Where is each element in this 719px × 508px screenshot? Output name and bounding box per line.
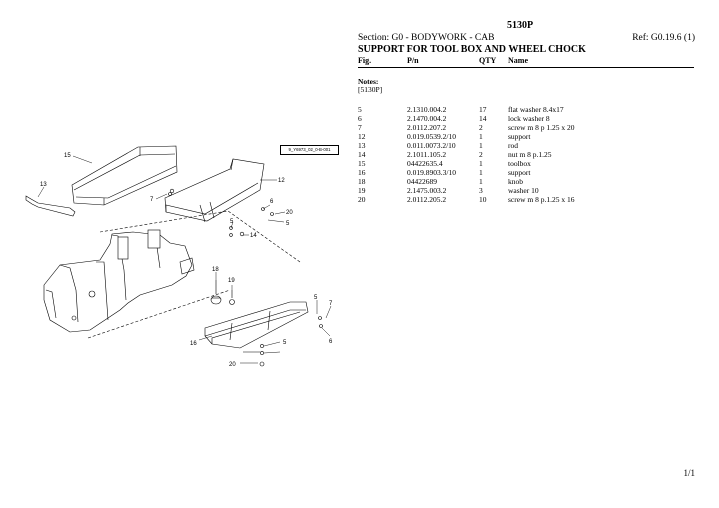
table-row: 5 2.1310.004.2 17 flat washer 8.4x17: [358, 105, 694, 114]
reference-label: Ref: G0.19.6 (1): [632, 33, 695, 43]
callout-6: 6: [270, 199, 274, 205]
cell-fig: 16: [358, 168, 366, 177]
callout-15: 15: [64, 153, 71, 159]
cell-name: screw m 8 p 1.25 x 20: [508, 123, 575, 132]
cell-qty: 1: [479, 159, 483, 168]
cell-name: lock washer 8: [508, 114, 550, 123]
rod-drawing: [25, 195, 76, 217]
cell-pn: 0.011.0073.2/10: [407, 141, 456, 150]
cell-name: knob: [508, 177, 523, 186]
callout-20: 20: [229, 362, 236, 368]
table-row: 15 04422635.4 1 toolbox: [358, 159, 694, 168]
cell-pn: 2.0112.205.2: [407, 195, 447, 204]
cell-pn: 2.1011.105.2: [407, 150, 447, 159]
washer-drawing: [229, 290, 235, 305]
callout-7: 7: [150, 197, 154, 203]
table-row: 19 2.1475.003.2 3 washer 10: [358, 186, 694, 195]
callout-7: 7: [329, 301, 333, 307]
cell-name: flat washer 8.4x17: [508, 105, 564, 114]
cell-qty: 1: [479, 177, 483, 186]
cell-qty: 1: [479, 132, 483, 141]
cell-name: toolbox: [508, 159, 531, 168]
diagram-code-label: 9_Y6973_02_0-B-001: [280, 145, 339, 155]
cell-pn: 0.019.0539.2/10: [407, 132, 456, 141]
cell-qty: 3: [479, 186, 483, 195]
fasteners-drawing: [168, 192, 323, 367]
cell-qty: 2: [479, 123, 483, 132]
header-qty: QTY: [479, 56, 497, 65]
cell-pn: 0.019.8903.3/10: [407, 168, 456, 177]
cell-fig: 5: [358, 105, 362, 114]
callout-12: 12: [278, 178, 285, 184]
callout-5: 5: [314, 295, 318, 301]
cell-fig: 14: [358, 150, 366, 159]
upper-support-drawing: [164, 158, 265, 223]
toolbox-drawing: [71, 145, 178, 206]
cell-name: rod: [508, 141, 518, 150]
callout-19: 19: [228, 278, 235, 284]
header-fig: Fig.: [358, 56, 372, 65]
cell-fig: 6: [358, 114, 362, 123]
part-heading: SUPPORT FOR TOOL BOX AND WHEEL CHOCK: [358, 44, 586, 55]
callout-20: 20: [286, 210, 293, 216]
cell-fig: 20: [358, 195, 366, 204]
table-row: 13 0.011.0073.2/10 1 rod: [358, 141, 694, 150]
cell-pn: 2.1310.004.2: [407, 105, 447, 114]
cell-name: nut m 8 p.1.25: [508, 150, 552, 159]
header-pn: P/n: [407, 56, 419, 65]
table-row: 14 2.1011.105.2 2 nut m 8 p.1.25: [358, 150, 694, 159]
cell-name: support: [508, 132, 531, 141]
notes-value: [5130P]: [358, 85, 383, 94]
cell-qty: 17: [479, 105, 487, 114]
cell-qty: 14: [479, 114, 487, 123]
table-header: Fig. P/n QTY Name: [358, 56, 694, 68]
cell-pn: 2.1470.004.2: [407, 114, 447, 123]
callout-labels: 15 13 7 12 6 20 5 5 14 18 19 5 7 6 16 5 …: [40, 153, 333, 368]
lower-support-drawing: [204, 301, 309, 349]
knob-drawing: [210, 280, 222, 305]
callout-5: 5: [286, 221, 290, 227]
callout-5: 5: [230, 219, 234, 225]
cell-fig: 12: [358, 132, 366, 141]
cell-qty: 2: [479, 150, 483, 159]
table-row: 12 0.019.0539.2/10 1 support: [358, 132, 694, 141]
cell-pn: 2.0112.207.2: [407, 123, 447, 132]
section-label: Section: G0 - BODYWORK - CAB: [358, 33, 495, 43]
cell-fig: 13: [358, 141, 366, 150]
callout-14: 14: [250, 233, 257, 239]
table-row: 18 04422689 1 knob: [358, 177, 694, 186]
cell-name: washer 10: [508, 186, 539, 195]
header-name: Name: [508, 56, 528, 65]
callout-13: 13: [40, 182, 47, 188]
document-title: 5130P: [506, 20, 534, 31]
cell-fig: 19: [358, 186, 366, 195]
cell-fig: 15: [358, 159, 366, 168]
leader-lines: [37, 155, 332, 364]
callout-5: 5: [283, 340, 287, 346]
page-number: 1/1: [683, 468, 695, 478]
cell-pn: 2.1475.003.2: [407, 186, 447, 195]
notes-label: Notes:: [358, 77, 379, 86]
table-row: 20 2.0112.205.2 10 screw m 8 p.1.25 x 16: [358, 195, 694, 204]
cell-pn: 04422635.4: [407, 159, 443, 168]
cell-pn: 04422689: [407, 177, 437, 186]
cell-fig: 18: [358, 177, 366, 186]
cell-fig: 7: [358, 123, 362, 132]
table-row: 16 0.019.8903.3/10 1 support: [358, 168, 694, 177]
table-row: 6 2.1470.004.2 14 lock washer 8: [358, 114, 694, 123]
cell-qty: 1: [479, 141, 483, 150]
cell-name: screw m 8 p.1.25 x 16: [508, 195, 575, 204]
cab-body-drawing: [43, 229, 195, 333]
exploded-parts-diagram: 15 13 7 12 6 20 5 5 14 18 19 5 7 6 16 5 …: [25, 145, 333, 368]
callout-16: 16: [190, 341, 197, 347]
cell-qty: 10: [479, 195, 487, 204]
callout-18: 18: [212, 267, 219, 273]
cell-qty: 1: [479, 168, 483, 177]
cell-name: support: [508, 168, 531, 177]
table-row: 7 2.0112.207.2 2 screw m 8 p 1.25 x 20: [358, 123, 694, 132]
callout-6: 6: [329, 339, 333, 345]
